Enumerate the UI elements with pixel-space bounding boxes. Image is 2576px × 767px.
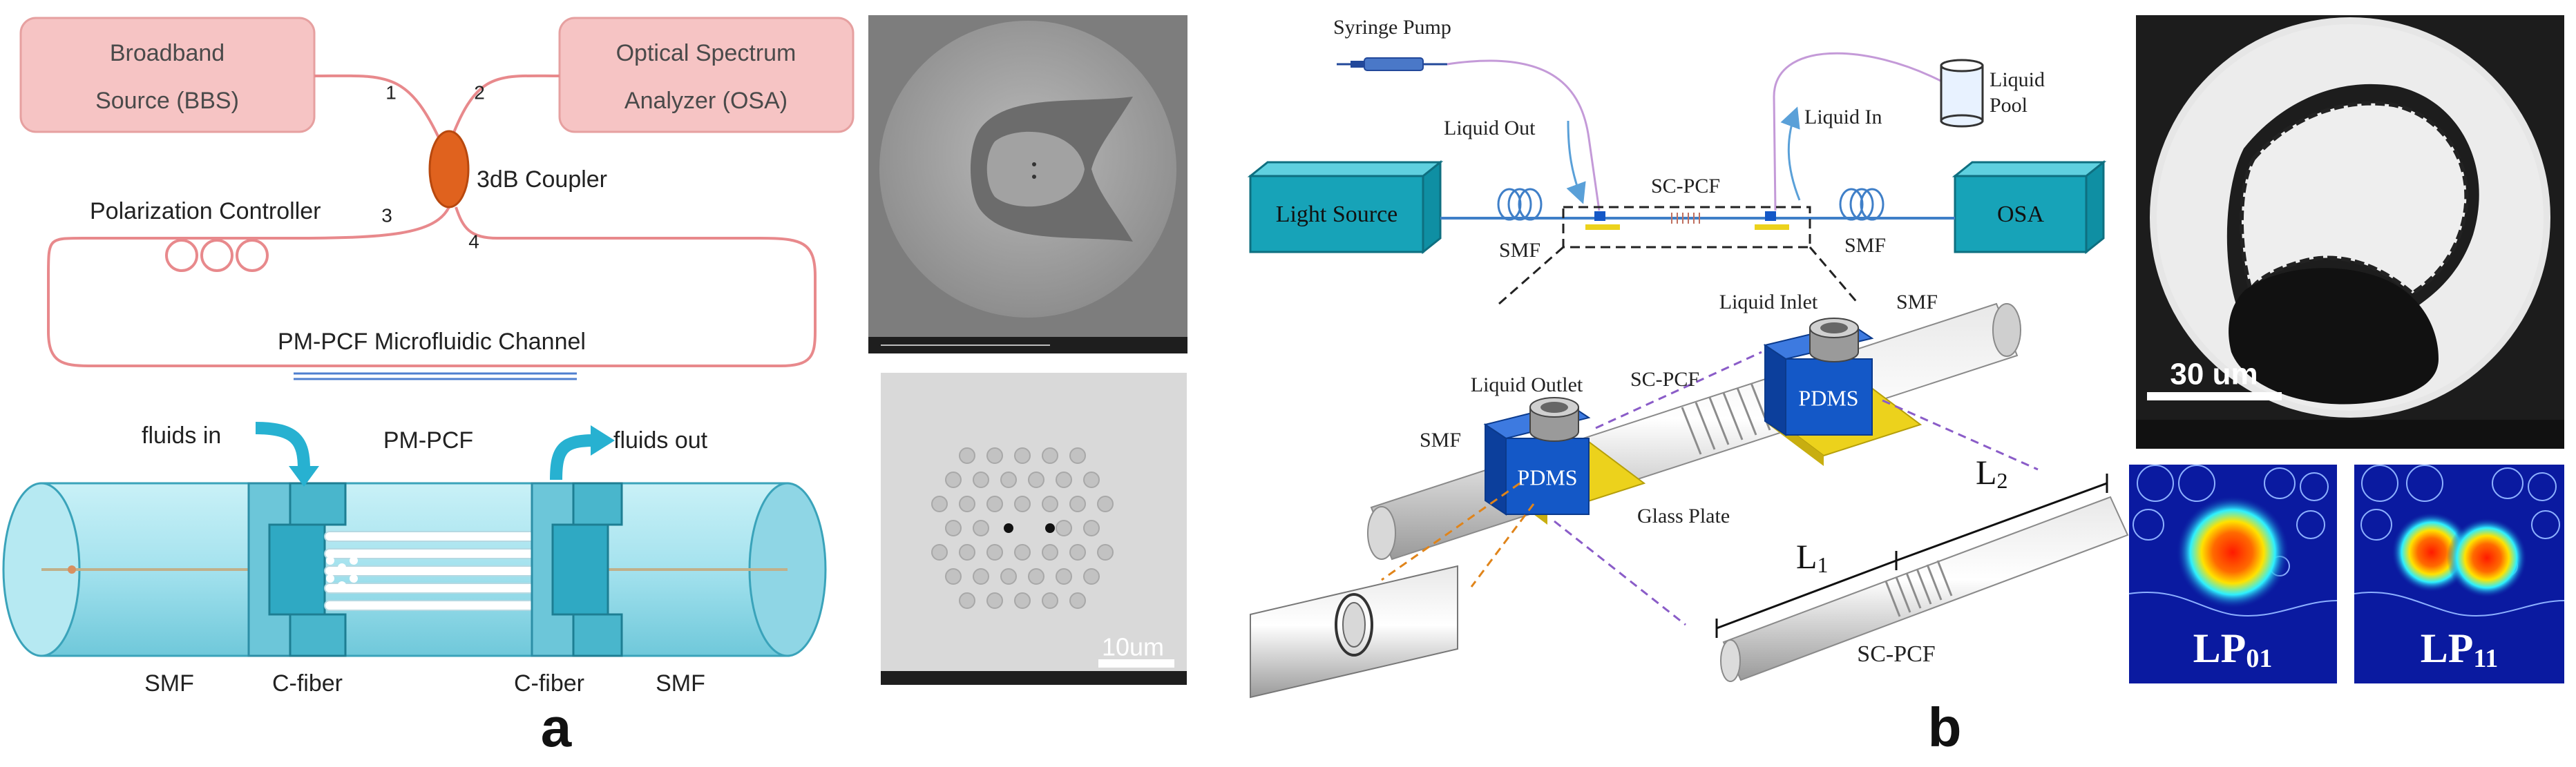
port-2-label: 2 [474, 81, 485, 103]
liquid-pool-icon [1940, 59, 1984, 128]
pdms-right-label: PDMS [1798, 385, 1858, 410]
panel-b: Syringe Pump Liquid Out Liquid In Liquid… [1247, 15, 2565, 758]
sem-image-right: 30 um [2136, 15, 2564, 449]
glass-plate-left-top [1585, 224, 1620, 230]
panel-a-letter: a [541, 697, 572, 758]
l1-label: L1 [1796, 537, 1829, 577]
sc-pcf-top-label: SC-PCF [1651, 175, 1720, 197]
liquid-pool-label: Liquid [1990, 68, 2045, 91]
sem-right-scale-label: 30 um [2170, 358, 2258, 391]
polarization-controller-label: Polarization Controller [90, 198, 321, 224]
glass-plate-right-top [1755, 224, 1789, 230]
polarization-controller-loops [165, 239, 269, 272]
pdms-block-right: PDMS [1763, 318, 1874, 436]
liquid-in-tube [1773, 52, 1945, 211]
broadband-source-label-2: Source (BBS) [95, 88, 239, 114]
microfluidic-channel-lines [294, 372, 577, 380]
fluids-out-label: fluids out [613, 427, 708, 454]
leader-orange-1 [1381, 482, 1520, 581]
leader-right-to-zoom [1882, 399, 2039, 471]
broadband-source-box: Broadband Source (BBS) [19, 17, 316, 133]
smf-right-label: SMF [656, 670, 705, 697]
cfiber-left-label: C-fiber [272, 670, 343, 697]
leader-pdms-link [1595, 351, 1762, 429]
smf-coils-right [1839, 188, 1885, 221]
pdms-right-top [1765, 211, 1776, 221]
osa-box-b: OSA [1952, 159, 2107, 255]
smf-3d-left-label: SMF [1420, 429, 1461, 452]
pdms-left-label: PDMS [1517, 465, 1577, 489]
smf-coils-left [1497, 188, 1543, 221]
sem-image-bottom: 10um [881, 373, 1187, 685]
coupler-label: 3dB Coupler [477, 166, 607, 193]
light-source-box: Light Source [1247, 159, 1444, 255]
pm-pcf-cylinder-assembly [2, 482, 827, 657]
osa-label-2: Analyzer (OSA) [624, 88, 788, 114]
sem-scale-bar-label: 10um [1102, 633, 1164, 661]
sem-image-top [868, 15, 1187, 353]
pm-pcf-label: PM-PCF [383, 427, 473, 454]
pdms-left-top [1594, 211, 1605, 221]
mode-lp11-label: LP11 [2421, 625, 2499, 673]
fluids-in-arrow [255, 422, 319, 487]
liquid-outlet-label: Liquid Outlet [1471, 373, 1583, 396]
panel-b-letter: b [1928, 697, 1962, 758]
syringe-pump-icon [1337, 57, 1447, 71]
port-3-label: 3 [381, 204, 392, 226]
zoom-fiber [1715, 474, 2129, 682]
mode-lp01-image: LP01 [2128, 465, 2338, 683]
syringe-pump-label: Syringe Pump [1333, 16, 1451, 39]
broadband-source-label: Broadband [110, 40, 225, 66]
liquid-pool-label-2: Pool [1990, 94, 2028, 117]
osa-box: Optical Spectrum Analyzer (OSA) [558, 17, 855, 133]
liquid-out-label: Liquid Out [1444, 117, 1536, 139]
sc-pcf-dashed-box [1562, 206, 1811, 249]
leader-left-to-zoom [1554, 520, 1686, 626]
liquid-in-label: Liquid In [1804, 106, 1882, 128]
smf-left-label-b: SMF [1499, 239, 1540, 262]
zoom-line-right [1809, 246, 1860, 304]
smf-left-label: SMF [144, 670, 194, 697]
liquid-in-arrow [1780, 106, 1801, 201]
mode-lp11-image: LP11 [2354, 465, 2565, 683]
cfiber-right-label: C-fiber [514, 670, 584, 697]
liquid-out-arrow [1566, 120, 1586, 204]
smf-3d-right-label: SMF [1896, 291, 1938, 313]
glass-plate-label: Glass Plate [1637, 505, 1730, 527]
fluids-out-arrow [550, 425, 615, 480]
fiber-end-inset [1250, 565, 1458, 699]
panel-a: Broadband Source (BBS) Optical Spectrum … [2, 15, 1187, 758]
liquid-out-tube [1447, 59, 1601, 211]
sc-pcf-bottom-label: SC-PCF [1857, 641, 1935, 667]
mode-lp01-label: LP01 [2193, 625, 2273, 673]
microfluidic-channel-label: PM-PCF Microfluidic Channel [278, 329, 586, 355]
osa-label-b: OSA [1997, 202, 2044, 227]
port-1-label: 1 [385, 81, 397, 103]
liquid-inlet-label: Liquid Inlet [1719, 291, 1818, 313]
sc-pcf-3d-label: SC-PCF [1630, 368, 1699, 391]
leader-orange-2 [1470, 503, 1535, 588]
fluids-in-label: fluids in [142, 423, 221, 449]
light-source-label: Light Source [1276, 202, 1398, 227]
pdms-block-left: PDMS [1483, 397, 1591, 516]
port-4-label: 4 [468, 231, 479, 252]
coupler-shape [428, 130, 470, 208]
smf-right-label-b: SMF [1844, 234, 1886, 257]
osa-label: Optical Spectrum [616, 40, 796, 66]
l2-label: L2 [1976, 453, 2008, 493]
sc-pcf-grating-top [1671, 213, 1700, 224]
